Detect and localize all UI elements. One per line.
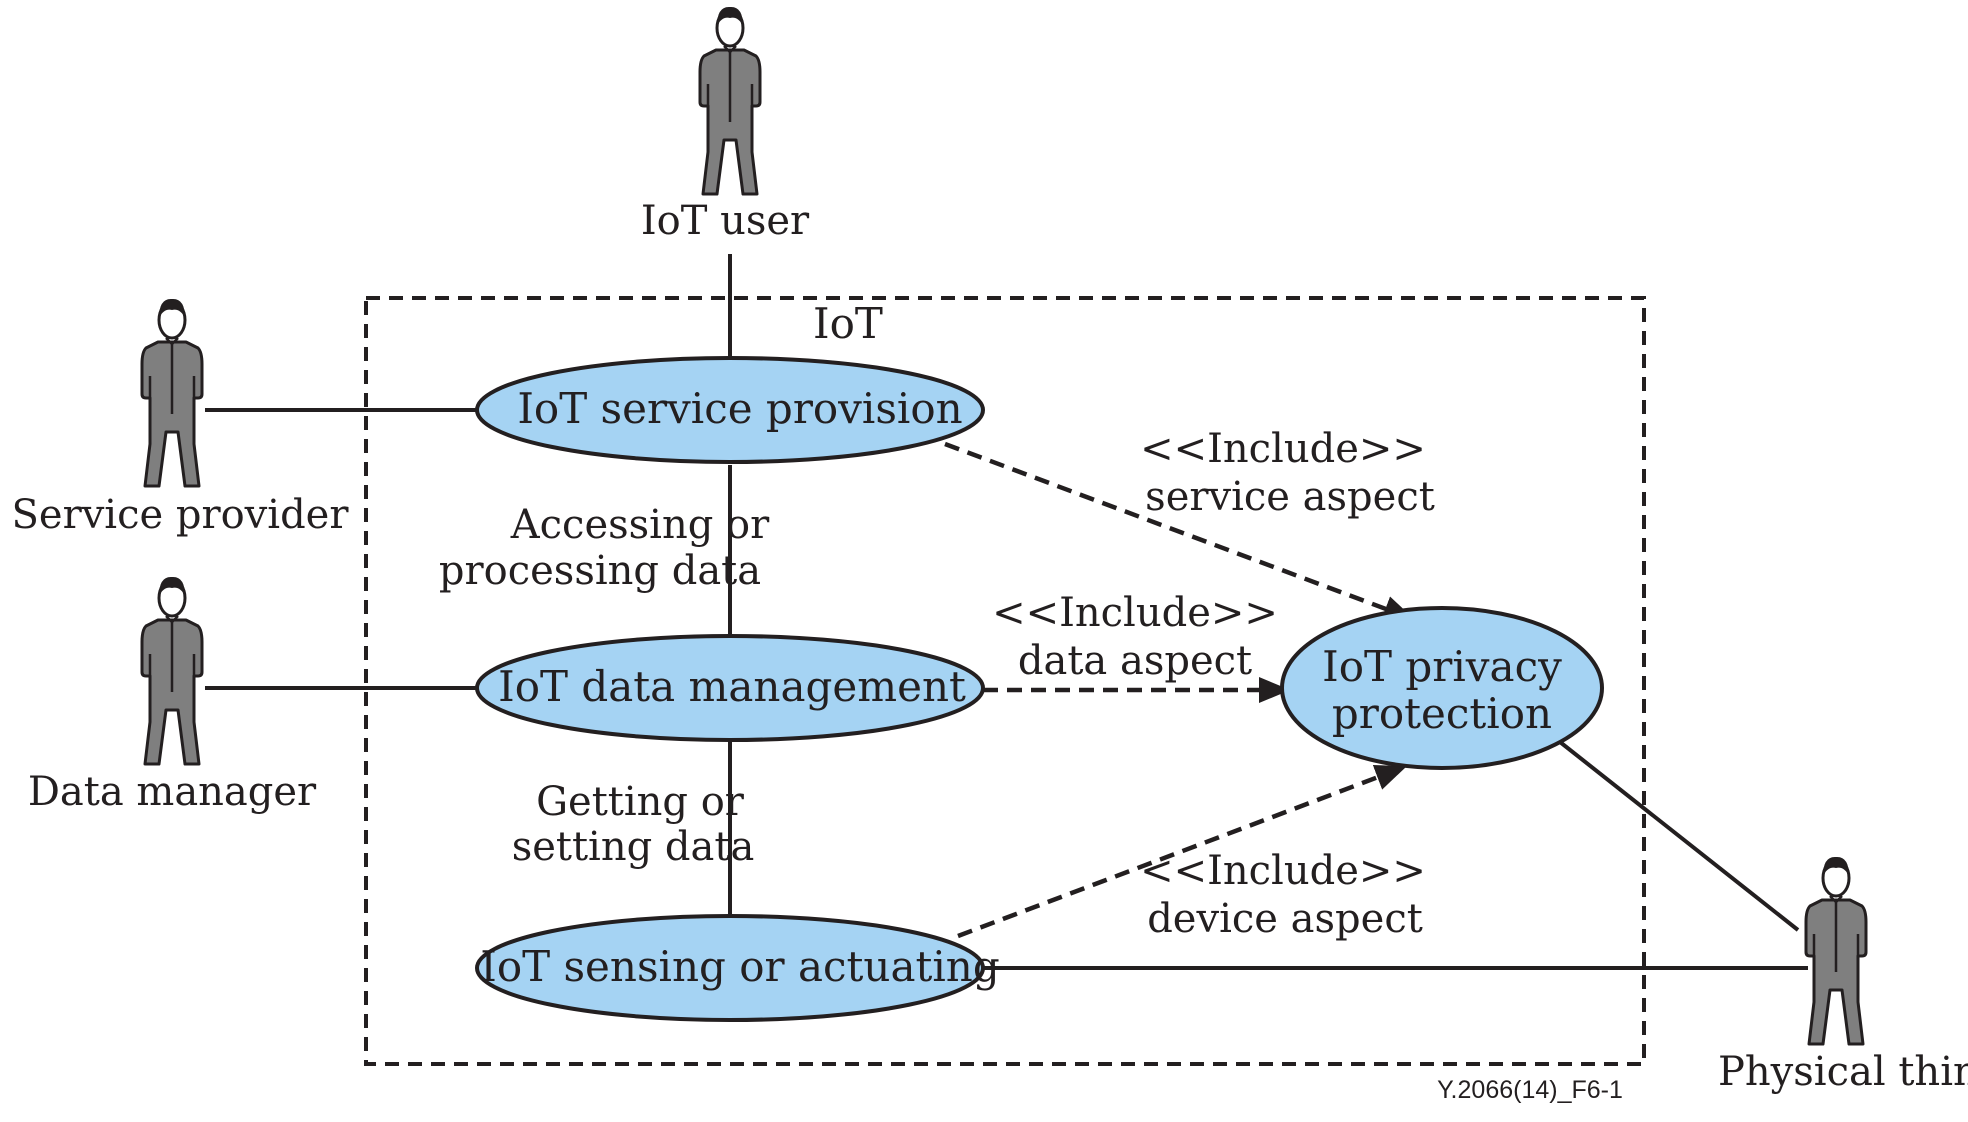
association-privacy-physical-thing xyxy=(1558,740,1800,932)
use-case-sensing-actuating xyxy=(475,914,985,1022)
include-service-label-line1: <<Include>> xyxy=(1140,426,1426,472)
system-label: IoT xyxy=(813,299,883,348)
include-device-label-line1: <<Include>> xyxy=(1140,848,1426,894)
actor-physical-thing-icon xyxy=(1804,855,1868,1046)
use-case-privacy-protection-label-line2: protection xyxy=(1332,689,1552,738)
actor-physical-thing-label: Physical thing xyxy=(1718,1049,1968,1095)
relation-accessing-label-line1: Accessing or xyxy=(510,502,770,548)
use-case-privacy-protection-label-line1: IoT privacy xyxy=(1322,642,1562,691)
include-device-label-line2: device aspect xyxy=(1147,896,1423,942)
include-service-label-line2: service aspect xyxy=(1145,474,1435,520)
actor-iot-user-label: IoT user xyxy=(641,198,810,244)
actor-data-manager-label: Data manager xyxy=(28,769,317,815)
relation-getting-label-line2: setting data xyxy=(512,824,755,870)
relation-accessing-label-line2: processing data xyxy=(439,548,761,594)
relation-getting-label-line1: Getting or xyxy=(536,779,745,825)
use-case-data-management-label: IoT data management xyxy=(498,662,966,711)
use-case-service-provision xyxy=(475,356,985,464)
include-service-arrow xyxy=(944,441,1415,622)
include-device-arrow xyxy=(957,765,1407,939)
include-data-label-line2: data aspect xyxy=(1018,638,1252,684)
iot-system-boundary xyxy=(364,296,1646,1066)
actor-iot-user-icon xyxy=(698,5,762,196)
use-case-privacy-protection xyxy=(1280,606,1604,770)
figure-id: Y.2066(14)_F6-1 xyxy=(1437,1076,1623,1104)
use-case-data-management xyxy=(475,634,985,742)
use-case-service-provision-label: IoT service provision xyxy=(517,384,962,433)
use-case-sensing-actuating-label: IoT sensing or actuating xyxy=(480,942,999,991)
actor-service-provider-label: Service provider xyxy=(12,492,350,538)
actor-data-manager-icon xyxy=(140,575,204,766)
actor-service-provider-icon xyxy=(140,297,204,488)
include-data-label-line1: <<Include>> xyxy=(992,590,1278,636)
